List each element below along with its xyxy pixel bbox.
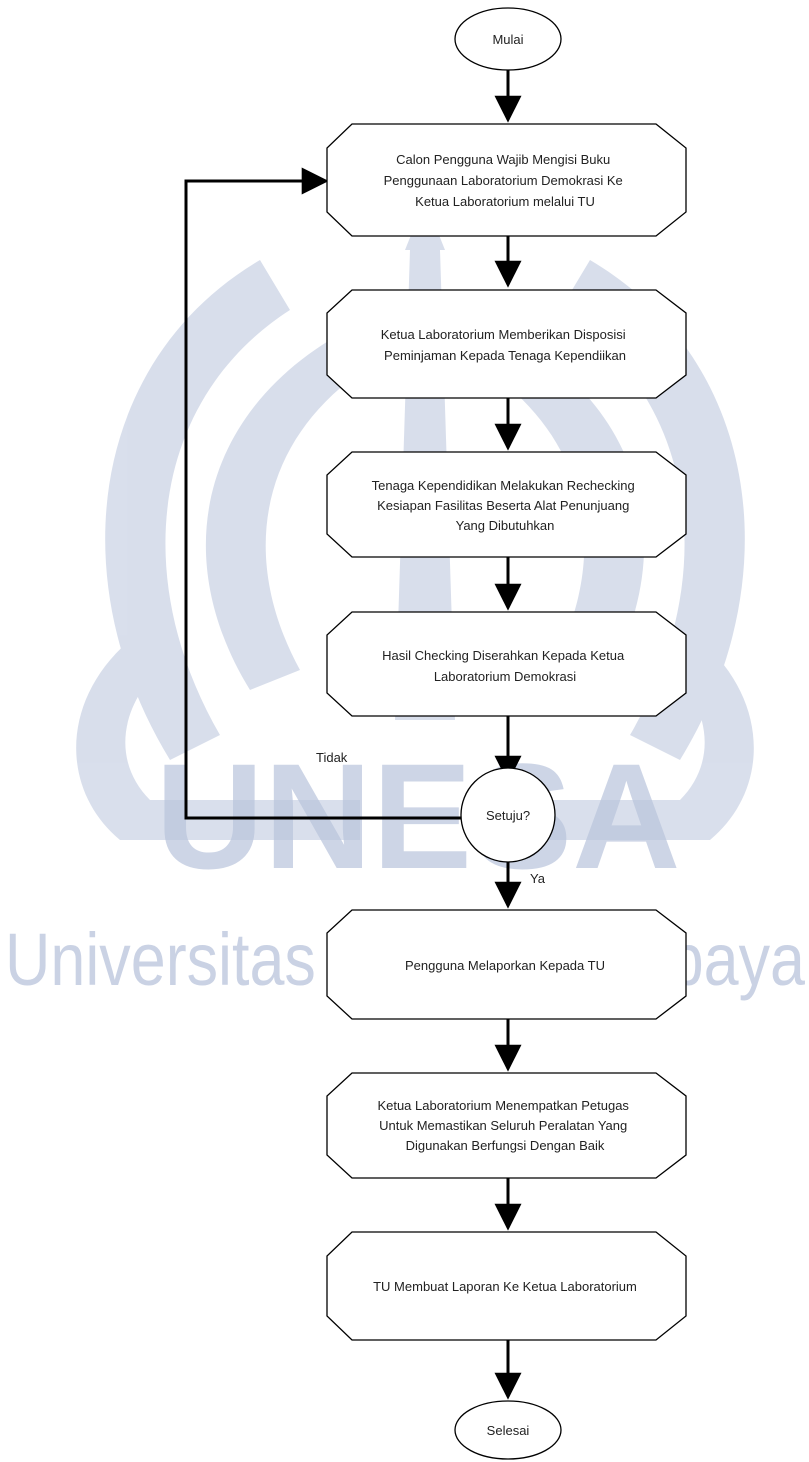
end-label: Selesai <box>487 1423 530 1438</box>
process-step-5: Pengguna Melaporkan Kepada TU <box>326 909 687 1020</box>
step-1-line-2: Penggunaan Laboratorium Demokrasi Ke <box>384 173 623 188</box>
step-4-line-1: Hasil Checking Diserahkan Kepada Ketua <box>382 648 625 663</box>
process-step-3: Tenaga Kependidikan Melakukan Rechecking… <box>326 451 687 558</box>
process-step-4: Hasil Checking Diserahkan Kepada Ketua L… <box>326 611 687 717</box>
process-step-1: Calon Pengguna Wajib Mengisi Buku Penggu… <box>326 123 687 237</box>
start-terminal: Mulai <box>454 7 562 71</box>
step-4-line-2: Laboratorium Demokrasi <box>434 669 576 684</box>
decision-node: Setuju? <box>460 767 556 863</box>
process-step-6: Ketua Laboratorium Menempatkan Petugas U… <box>326 1072 687 1179</box>
yes-branch-label: Ya <box>530 871 546 886</box>
step-5-text: Pengguna Melaporkan Kepada TU <box>405 958 605 973</box>
process-step-2: Ketua Laboratorium Memberikan Disposisi … <box>326 289 687 399</box>
process-step-7: TU Membuat Laporan Ke Ketua Laboratorium <box>326 1231 687 1341</box>
step-6-line-3: Digunakan Berfungsi Dengan Baik <box>406 1138 605 1153</box>
no-branch-label: Tidak <box>316 750 348 765</box>
watermark-emblem <box>76 200 754 840</box>
end-terminal: Selesai <box>454 1400 562 1460</box>
step-1-text: Calon Pengguna Wajib Mengisi Buku Penggu… <box>384 152 627 209</box>
step-1-line-1: Calon Pengguna Wajib Mengisi Buku <box>396 152 610 167</box>
step-3-line-2: Kesiapan Fasilitas Beserta Alat Penunjua… <box>377 498 629 513</box>
watermark-acronym: UNESA <box>155 732 680 900</box>
step-7-line-1: TU Membuat Laporan Ke Ketua Laboratorium <box>373 1279 637 1294</box>
start-label: Mulai <box>492 32 523 47</box>
decision-label: Setuju? <box>486 808 530 823</box>
step-4-text: Hasil Checking Diserahkan Kepada Ketua L… <box>382 648 628 684</box>
step-3-text: Tenaga Kependidikan Melakukan Rechecking… <box>372 478 639 533</box>
step-5-line-1: Pengguna Melaporkan Kepada TU <box>405 958 605 973</box>
step-2-line-2: Peminjaman Kepada Tenaga Kependiikan <box>384 348 626 363</box>
step-2-text: Ketua Laboratorium Memberikan Disposisi … <box>381 327 630 363</box>
step-6-line-1: Ketua Laboratorium Menempatkan Petugas <box>377 1098 629 1113</box>
step-2-line-1: Ketua Laboratorium Memberikan Disposisi <box>381 327 626 342</box>
step-1-line-3: Ketua Laboratorium melalui TU <box>415 194 595 209</box>
step-6-text: Ketua Laboratorium Menempatkan Petugas U… <box>377 1098 632 1153</box>
step-3-line-3: Yang Dibutuhkan <box>456 518 555 533</box>
connector-arrows <box>184 66 522 1400</box>
step-3-line-1: Tenaga Kependidikan Melakukan Rechecking <box>372 478 635 493</box>
step-6-line-2: Untuk Memastikan Seluruh Peralatan Yang <box>379 1118 627 1133</box>
step-7-text: TU Membuat Laporan Ke Ketua Laboratorium <box>373 1279 637 1294</box>
